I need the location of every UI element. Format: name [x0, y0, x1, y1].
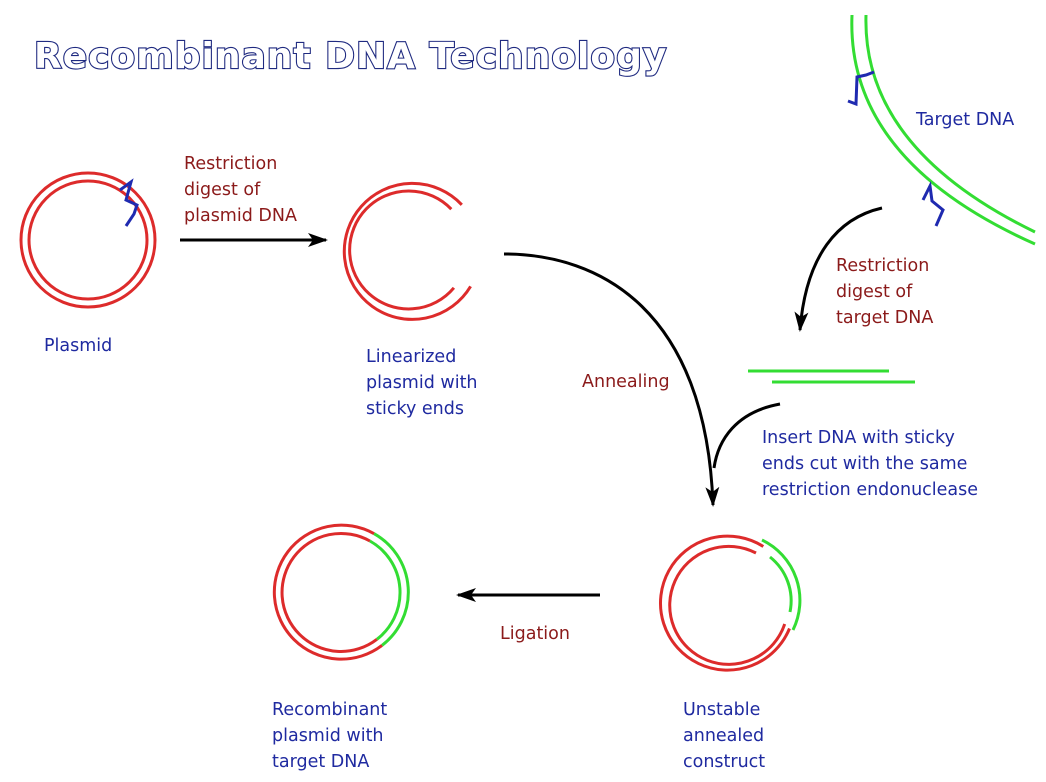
- page-title: Recombinant DNA Technology: [34, 36, 667, 77]
- restriction-plasmid-label: Restriction digest of plasmid DNA: [184, 154, 297, 226]
- insert-dna: [748, 369, 915, 384]
- recombinant-plasmid: [272, 523, 410, 661]
- insert-label: Insert DNA with sticky ends cut with the…: [762, 428, 978, 500]
- unstable-construct: [659, 534, 802, 672]
- restriction-target-label: Restriction digest of target DNA: [836, 256, 935, 328]
- plasmid-label: Plasmid: [44, 336, 112, 356]
- unstable-label: Unstable annealed construct: [683, 700, 770, 772]
- linearized-label: Linearized plasmid with sticky ends: [366, 347, 483, 419]
- restriction-site-marker: [119, 178, 139, 227]
- annealing-label: Annealing: [582, 372, 670, 392]
- annealing-arrow: [503, 252, 720, 507]
- ligation-label: Ligation: [500, 624, 570, 644]
- target-restriction-site-2: [921, 180, 945, 227]
- target-dna: [847, 14, 1036, 246]
- linearized-plasmid: [342, 181, 472, 321]
- insert-to-construct-arrow: [712, 402, 781, 469]
- target-dna-label: Target DNA: [915, 110, 1014, 130]
- arrow-to-insert: [794, 206, 883, 332]
- target-restriction-site-1: [847, 70, 875, 107]
- recombinant-label: Recombinant plasmid with target DNA: [272, 700, 393, 772]
- plasmid: [19, 171, 157, 309]
